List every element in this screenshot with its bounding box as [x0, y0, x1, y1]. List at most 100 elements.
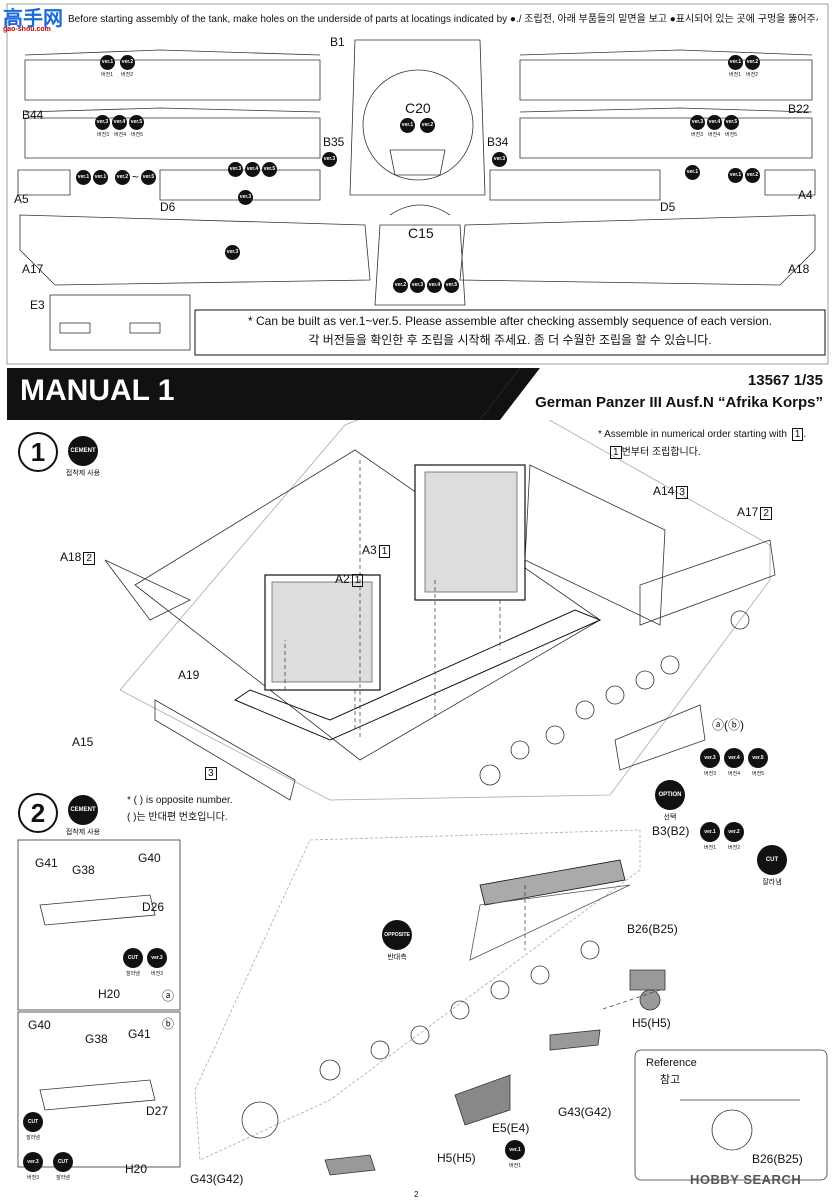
cut-label-small: 잘라냄: [56, 1175, 70, 1181]
ver-badge: ver.1: [505, 1140, 525, 1160]
step-2-note: * ( ) is opposite number. ( )는 반대편 번호입니다…: [127, 795, 233, 823]
kit-code: 13567 1/35: [747, 372, 823, 389]
ver-label: 버전4: [114, 132, 126, 138]
cut-badge: CUT: [757, 845, 787, 875]
part-g43: G43(G42): [558, 1105, 612, 1119]
part-label-a5: A5: [14, 192, 29, 206]
cut-label: 잘라냄: [762, 879, 782, 886]
ver-badge: ver.2: [724, 822, 744, 842]
cement-badge: CEMENT: [68, 795, 98, 825]
ver-label: 버전5: [725, 132, 737, 138]
cut-badge-small: CUT: [23, 1112, 43, 1132]
part-e5: E5(E4): [492, 1121, 530, 1135]
ver-badge: ver.5: [444, 278, 459, 293]
page-number: 2: [414, 1190, 419, 1199]
ver-badge: ver.3: [225, 245, 240, 260]
reference-title-ko: 참고: [660, 1074, 681, 1086]
part-label-b1: B1: [330, 35, 345, 49]
step-1-number: 1: [18, 432, 58, 472]
part-label-a17: A17: [22, 262, 44, 276]
ver-badge: ver.5: [748, 748, 768, 768]
ver-badge: ver.3: [228, 162, 243, 177]
watermark-url: gao-shou.com: [3, 26, 51, 33]
ver-label: 버전3: [97, 132, 109, 138]
ver-label: 버전3: [27, 1175, 39, 1181]
ver-badge: ver.3: [492, 152, 507, 167]
order-box: 2: [760, 507, 772, 520]
watermark-text: 高手网: [3, 8, 63, 30]
reference-title: Reference: [646, 1057, 697, 1069]
ver-badge: ver.2: [120, 55, 135, 70]
ver-badge: ver.5: [141, 170, 156, 185]
ver-badge: ver.1: [76, 170, 91, 185]
cut-label-small: 잘라냄: [26, 1135, 40, 1141]
opposite-badge: OPPOSITE: [382, 920, 412, 950]
ver-badge: ver.4: [427, 278, 442, 293]
order-box: 2: [83, 552, 95, 565]
order-box: 3: [676, 486, 688, 499]
ver-badge: ver.1: [93, 170, 108, 185]
ver-badge: ver.3: [322, 152, 337, 167]
step-2-note-ko: ( )는 반대편 번호입니다.: [127, 812, 228, 823]
inset-b-g38: G38: [85, 1032, 108, 1046]
ver-label: 버전3: [151, 971, 163, 977]
part-label-c15: C15: [408, 225, 434, 241]
ver-badge: ver.4: [245, 162, 260, 177]
step-1-note: * Assemble in numerical order starting w…: [598, 428, 806, 459]
ver-badge: ver.2: [393, 278, 408, 293]
ver-label: 버전1: [101, 72, 113, 78]
ver-badge: ver.4: [724, 748, 744, 768]
part-b26: B26(B25): [627, 922, 678, 936]
order-box: 3: [203, 763, 217, 781]
ver-label: 버전1: [729, 72, 741, 78]
version-note: * Can be built as ver.1~ver.5. Please as…: [198, 314, 822, 348]
order-box: 1: [351, 574, 364, 587]
part-g43: G43(G42): [190, 1172, 244, 1186]
inset-a-g38: G38: [72, 863, 95, 877]
opposite-label: 반대측: [387, 954, 407, 961]
ver-label: 버전2: [728, 845, 740, 851]
cement-badge: CEMENT: [68, 436, 98, 466]
ver-label: 버전3: [704, 771, 716, 777]
step-1-note-en: * Assemble in numerical order starting w…: [598, 429, 787, 440]
part-label-b34: B34: [487, 135, 509, 149]
manual-title: MANUAL 1: [20, 374, 175, 407]
ver-label: 버전3: [691, 132, 703, 138]
ver-badge: ver.2: [420, 118, 435, 133]
part-label-c20: C20: [405, 100, 431, 116]
ver-badge: ver.3: [690, 115, 705, 130]
order-box: 1: [378, 545, 391, 558]
inset-b-tag: ⓑ: [162, 1017, 175, 1031]
step-1-note-ko: 번부터 조립합니다.: [621, 447, 701, 458]
ver-badge: ver.4: [112, 115, 127, 130]
ver-badge: ver.1: [728, 55, 743, 70]
part-label-b22: B22: [788, 102, 810, 116]
part-label-b44: B44: [22, 108, 44, 122]
cement-label: 접착제 사용: [65, 829, 101, 836]
ver-badge: ver.3: [23, 1152, 43, 1172]
inset-b-g41: G41: [128, 1027, 151, 1041]
ver-badge: ver.1: [685, 165, 700, 180]
option-label: 선택: [663, 814, 677, 821]
order-box: 1: [791, 428, 804, 441]
part-label-a4: A4: [798, 188, 813, 202]
part-a19: A19: [178, 668, 200, 682]
ver-badge: ver.1: [100, 55, 115, 70]
ver-badge: ver.2: [115, 170, 130, 185]
inset-a-g40: G40: [138, 851, 161, 865]
step-2-note-en: * ( ) is opposite number.: [127, 795, 233, 806]
cement-label: 접착제 사용: [65, 470, 101, 477]
ver-badge: ver.3: [410, 278, 425, 293]
ver-badge: ver.1: [728, 168, 743, 183]
watermark-logo: 高手网: [3, 2, 63, 31]
step-1-note-end: .: [803, 429, 807, 440]
ver-badge: ver.5: [724, 115, 739, 130]
ver-label: 버전1: [704, 845, 716, 851]
tilde: ~: [132, 170, 140, 184]
drill-instruction: Before starting assembly of the tank, ma…: [68, 14, 818, 25]
variant-tag: ⓐ(ⓑ): [712, 718, 744, 732]
